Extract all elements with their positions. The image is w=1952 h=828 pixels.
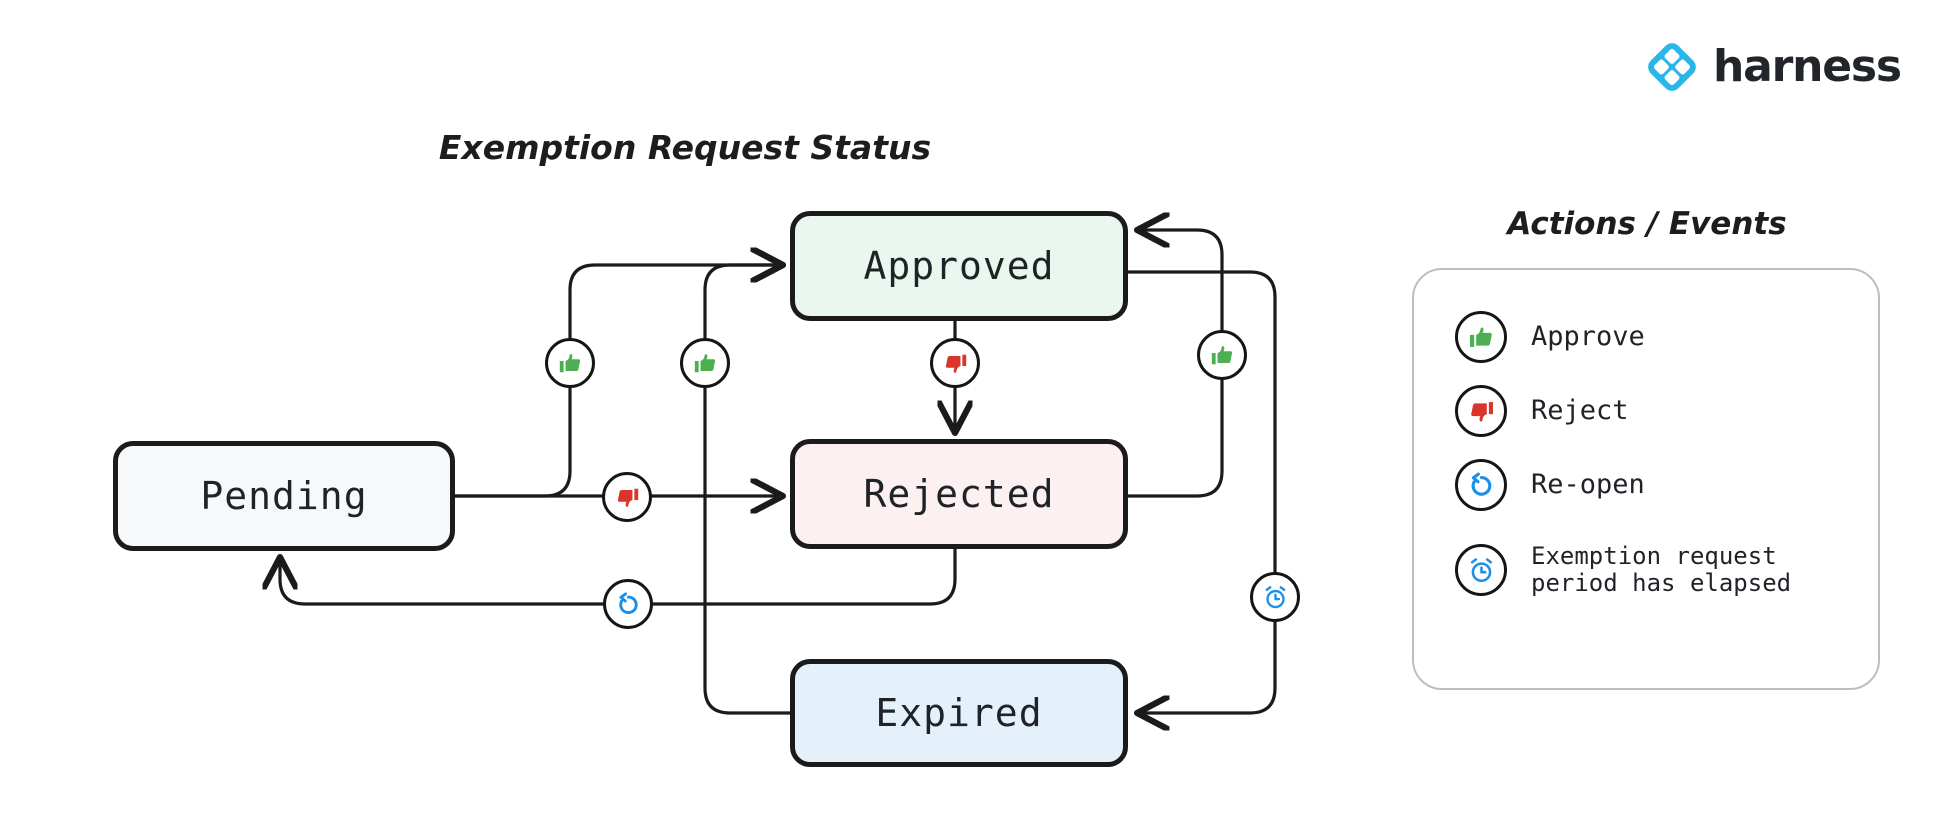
- diagram-title: Exemption Request Status: [438, 128, 932, 167]
- thumbs-down-icon: [945, 354, 966, 373]
- legend-list: Approve Reject Re-open: [1455, 300, 1875, 618]
- thumbs-up-icon: [694, 353, 715, 372]
- thumbs-down-icon: [617, 488, 638, 507]
- thumbs-up-icon: [1455, 311, 1507, 363]
- state-node-expired[interactable]: Expired: [790, 659, 1128, 767]
- edge-expired-to-approved: [703, 265, 792, 715]
- state-node-approved[interactable]: Approved: [790, 211, 1128, 321]
- state-node-pending[interactable]: Pending: [113, 441, 455, 551]
- reopen-icon: [618, 591, 638, 614]
- reopen-icon: [1455, 459, 1507, 511]
- legend-label-reopen: Re-open: [1531, 468, 1645, 500]
- edge-badge-approve-rejected-approved[interactable]: [1197, 330, 1247, 380]
- edge-badge-elapsed-approved-expired[interactable]: [1250, 572, 1300, 622]
- state-node-rejected[interactable]: Rejected: [790, 439, 1128, 549]
- legend-label-reject: Reject: [1531, 394, 1629, 426]
- edge-approved-to-expired: [1126, 270, 1277, 713]
- edge-badge-reopen-rejected-pending[interactable]: [603, 579, 653, 629]
- legend-item-approve[interactable]: Approve: [1455, 300, 1875, 374]
- thumbs-up-icon: [1211, 345, 1232, 364]
- harness-wordmark: harness: [1713, 41, 1902, 92]
- alarm-clock-icon: [1455, 544, 1507, 596]
- edge-badge-approve-expired-approved[interactable]: [680, 338, 730, 388]
- legend-label-elapsed: Exemption request period has elapsed: [1531, 542, 1792, 597]
- legend-item-elapsed[interactable]: Exemption request period has elapsed: [1455, 522, 1875, 618]
- harness-diamond-logo-icon: [1645, 40, 1699, 94]
- legend-title: Actions / Events: [1507, 206, 1787, 242]
- harness-logo: harness: [1645, 40, 1902, 94]
- edge-pending-to-approved: [453, 265, 780, 498]
- legend-item-reject[interactable]: Reject: [1455, 374, 1875, 448]
- legend-item-reopen[interactable]: Re-open: [1455, 448, 1875, 522]
- edge-badge-approve-pending-approved[interactable]: [545, 338, 595, 388]
- thumbs-up-icon: [559, 353, 580, 372]
- thumbs-down-icon: [1455, 385, 1507, 437]
- edge-badge-reject-pending-rejected[interactable]: [602, 472, 652, 522]
- edge-badge-reject-approved-rejected[interactable]: [930, 338, 980, 388]
- alarm-clock-icon: [1265, 585, 1285, 608]
- legend-label-approve: Approve: [1531, 320, 1645, 352]
